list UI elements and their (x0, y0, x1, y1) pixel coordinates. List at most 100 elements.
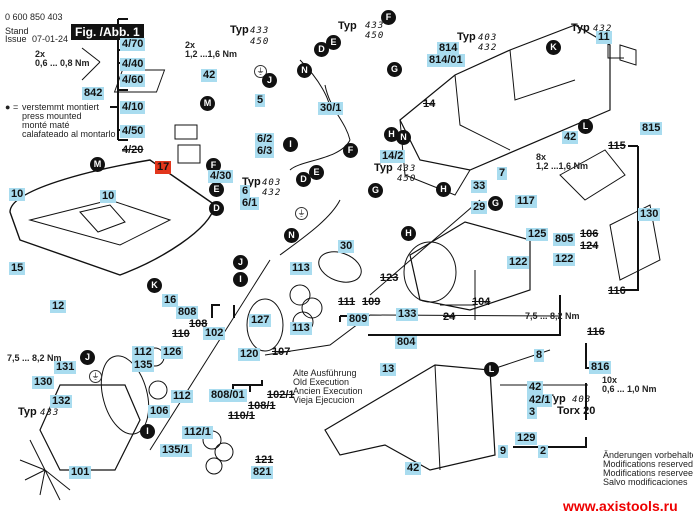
part-label-127[interactable]: 127 (249, 314, 272, 327)
part-label-6[interactable]: 6 (240, 185, 251, 198)
part-label-5[interactable]: 5 (255, 94, 266, 107)
part-label-9[interactable]: 9 (498, 445, 509, 458)
part-label-135-1[interactable]: 135/1 (160, 444, 192, 457)
connector-K[interactable]: K (546, 40, 561, 55)
part-label-805[interactable]: 805 (553, 233, 576, 246)
part-label-4-60[interactable]: 4/60 (120, 74, 146, 87)
part-label-11[interactable]: 11 (596, 31, 612, 44)
connector-H[interactable]: H (401, 226, 416, 241)
part-label-124[interactable]: 124 (580, 240, 599, 252)
part-label-116[interactable]: 116 (587, 326, 605, 338)
part-label-112[interactable]: 112 (171, 390, 193, 403)
connector-J[interactable]: J (262, 73, 277, 88)
part-label-101[interactable]: 101 (69, 466, 92, 479)
part-label-3[interactable]: 3 (527, 406, 538, 419)
part-label-102-1[interactable]: 102/1 (267, 389, 295, 401)
part-label-842[interactable]: 842 (82, 87, 105, 100)
part-label-42[interactable]: 42 (562, 131, 579, 144)
part-label-33[interactable]: 33 (471, 180, 488, 193)
part-label-42[interactable]: 42 (527, 381, 544, 394)
part-label-122[interactable]: 122 (507, 256, 530, 269)
part-label-808[interactable]: 808 (176, 306, 199, 319)
part-label-4-50[interactable]: 4/50 (120, 125, 146, 138)
connector-G[interactable]: G (368, 183, 383, 198)
part-label-815[interactable]: 815 (640, 122, 663, 135)
part-label-816[interactable]: 816 (589, 361, 612, 374)
part-label-106[interactable]: 106 (580, 228, 599, 240)
part-label-15[interactable]: 15 (9, 262, 26, 275)
connector-L[interactable]: L (578, 119, 593, 134)
part-label-131[interactable]: 131 (54, 361, 77, 374)
connector-F[interactable]: F (381, 10, 396, 25)
part-label-108-1[interactable]: 108/1 (248, 400, 276, 412)
connector-G[interactable]: G (387, 62, 402, 77)
part-label-104[interactable]: 104 (472, 296, 491, 308)
part-label-14-2[interactable]: 14/2 (380, 150, 406, 163)
part-label-2[interactable]: 2 (538, 445, 549, 458)
part-label-17[interactable]: 17 (155, 161, 172, 174)
part-label-42[interactable]: 42 (405, 462, 422, 475)
part-label-110-1[interactable]: 110/1 (228, 410, 255, 422)
part-label-804[interactable]: 804 (395, 336, 418, 349)
connector-M[interactable]: M (90, 157, 105, 172)
part-label-12[interactable]: 12 (50, 300, 67, 313)
part-label-4-20[interactable]: 4/20 (122, 144, 144, 156)
website-link[interactable]: www.axistools.ru (563, 498, 678, 514)
part-label-132[interactable]: 132 (50, 395, 73, 408)
part-label-117[interactable]: 117 (515, 195, 537, 208)
part-label-4-40[interactable]: 4/40 (120, 58, 146, 71)
connector-E[interactable]: E (309, 165, 324, 180)
connector-N[interactable]: N (284, 228, 299, 243)
part-label-115[interactable]: 115 (608, 140, 626, 152)
connector-M[interactable]: M (200, 96, 215, 111)
part-label-126[interactable]: 126 (161, 346, 184, 359)
connector-N[interactable]: N (297, 63, 312, 78)
part-label-16[interactable]: 16 (162, 294, 179, 307)
part-label-107[interactable]: 107 (272, 346, 291, 358)
part-label-10[interactable]: 10 (100, 190, 117, 203)
connector-I[interactable]: I (283, 137, 298, 152)
part-label-111[interactable]: 111 (338, 296, 356, 308)
part-label-814[interactable]: 814 (437, 42, 460, 55)
part-label-129[interactable]: 129 (515, 432, 538, 445)
part-label-814-01[interactable]: 814/01 (427, 54, 465, 67)
part-label-6-3[interactable]: 6/3 (255, 145, 275, 158)
connector-F[interactable]: F (343, 143, 358, 158)
part-label-109[interactable]: 109 (362, 296, 381, 308)
connector-H[interactable]: H (384, 127, 399, 142)
part-label-133[interactable]: 133 (396, 308, 419, 321)
part-label-122[interactable]: 122 (553, 253, 576, 266)
connector-L[interactable]: L (484, 362, 499, 377)
connector-F[interactable]: F (206, 158, 221, 173)
part-label-121[interactable]: 121 (255, 454, 274, 466)
part-label-108[interactable]: 108 (189, 318, 208, 330)
connector-G[interactable]: G (488, 196, 503, 211)
part-label-6-2[interactable]: 6/2 (255, 133, 275, 146)
part-label-106[interactable]: 106 (148, 405, 171, 418)
part-label-10[interactable]: 10 (9, 188, 26, 201)
part-label-29[interactable]: 29 (471, 201, 488, 214)
part-label-135[interactable]: 135 (132, 359, 155, 372)
part-label-116[interactable]: 116 (608, 285, 626, 297)
part-label-7[interactable]: 7 (497, 167, 508, 180)
part-label-24[interactable]: 24 (443, 311, 456, 323)
connector-N[interactable]: N (396, 130, 411, 145)
connector-D[interactable]: D (296, 172, 311, 187)
part-label-13[interactable]: 13 (380, 363, 397, 376)
connector-E[interactable]: E (209, 182, 224, 197)
part-label-110[interactable]: 110 (172, 328, 190, 340)
part-label-113[interactable]: 113 (290, 322, 312, 335)
part-label-809[interactable]: 809 (347, 313, 370, 326)
part-label-6-1[interactable]: 6/1 (240, 197, 260, 210)
part-label-123[interactable]: 123 (380, 272, 399, 284)
part-label-42-1[interactable]: 42/1 (527, 394, 553, 407)
part-label-113[interactable]: 113 (290, 262, 312, 275)
part-label-30-1[interactable]: 30/1 (318, 102, 344, 115)
part-label-4-70[interactable]: 4/70 (120, 38, 146, 51)
part-label-102[interactable]: 102 (203, 327, 226, 340)
part-label-30[interactable]: 30 (338, 240, 355, 253)
connector-K[interactable]: K (147, 278, 162, 293)
connector-J[interactable]: J (233, 255, 248, 270)
connector-E[interactable]: E (326, 35, 341, 50)
part-label-8[interactable]: 8 (534, 349, 545, 362)
